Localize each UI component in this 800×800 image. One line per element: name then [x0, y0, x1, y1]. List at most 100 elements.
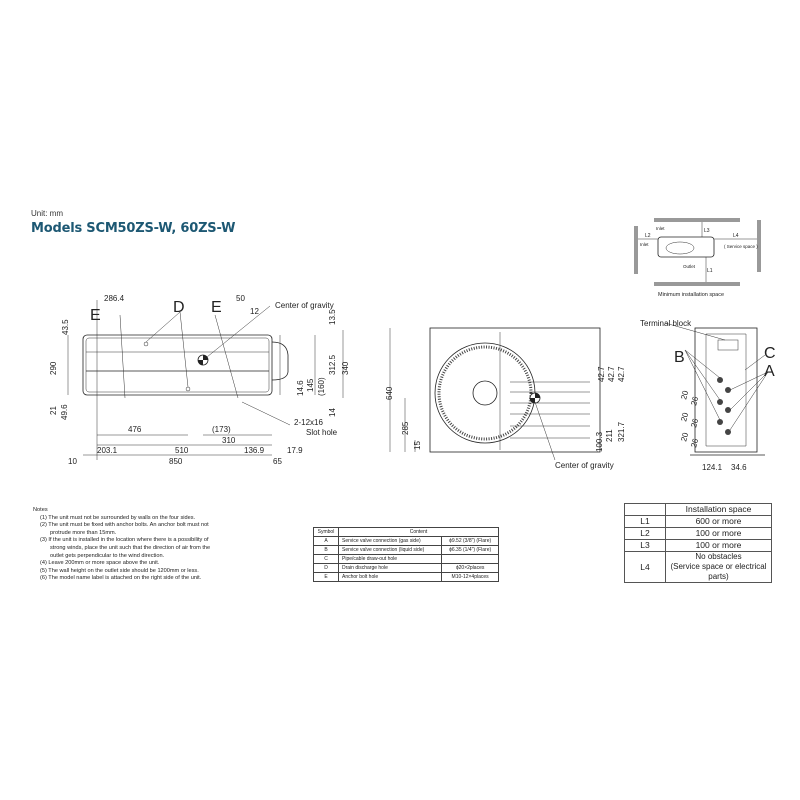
dim-26-c: 26: [689, 437, 700, 448]
dim-211: 211: [605, 429, 614, 442]
installation-diagram: Inlet Inlet Outlet L1 L2 L3 L4 ( Service…: [634, 218, 761, 298]
dim-20-a: 20: [679, 389, 690, 400]
content: Drain discharge hole: [337, 563, 443, 573]
terminal-block-label: Terminal block: [640, 319, 692, 328]
dim-14: 14: [328, 408, 337, 417]
dim-640: 640: [385, 386, 394, 400]
unit-outline: [657, 236, 715, 258]
row-value: 100 or more: [665, 539, 772, 552]
top-view-drawing: 286.4 50 12 13.5 43.5 290 21 49.6 312.5 …: [49, 294, 350, 466]
l3-label: L3: [704, 228, 710, 234]
dim-285: 285: [401, 421, 410, 435]
row-label: L4: [624, 551, 666, 583]
dim-26-b: 26: [689, 417, 700, 428]
dim-34-6: 34.6: [731, 463, 747, 472]
terminal-block: [717, 339, 739, 351]
spec: ϕ6.35 (1/4") (Flare): [441, 545, 499, 555]
dim-160: (160): [317, 377, 326, 396]
dim-510: 510: [175, 446, 189, 455]
spec: ϕ9.52 (3/8") (Flare): [441, 536, 499, 546]
note-5: (5) The wall height on the outlet side s…: [40, 567, 199, 574]
center-of-gravity-label-front: Center of gravity: [555, 461, 614, 470]
dim-26-a: 26: [689, 395, 700, 406]
dim-286-4: 286.4: [104, 294, 125, 303]
row-label: L2: [624, 527, 666, 540]
slot-hole-size: 2-12x16: [294, 418, 323, 427]
l4-label: L4: [733, 233, 739, 239]
dim-290: 290: [49, 361, 58, 375]
header-symbol: Symbol: [313, 527, 339, 537]
note-4: (4) Leave 200mm or more space above the …: [40, 560, 160, 567]
dim-321-7: 321.7: [617, 421, 625, 442]
dim-65: 65: [273, 457, 282, 466]
row-label: L3: [624, 539, 666, 552]
dim-145: 145: [306, 378, 315, 392]
slot-hole-label: Slot hole: [306, 428, 338, 437]
label-b: B: [674, 349, 685, 366]
side-view-drawing: Terminal block B C A 124.1 34.6 20 26 20…: [640, 319, 776, 472]
dim-13-5: 13.5: [328, 309, 337, 325]
dim-173: (173): [212, 425, 231, 434]
content: Anchor bolt hole: [337, 572, 443, 582]
dim-340: 340: [341, 361, 350, 375]
installation-space-header: Installation space: [665, 503, 772, 516]
l1-label: L1: [707, 268, 713, 274]
service-space-label: ( Service space ): [724, 244, 758, 249]
dim-310: 310: [222, 436, 236, 445]
label-e-right: E: [211, 299, 222, 316]
dim-100-3: 100.3: [595, 431, 604, 452]
spec: M10-12×4places: [441, 572, 499, 582]
bottom-wall: [654, 282, 740, 286]
symbol: D: [313, 563, 339, 573]
dim-20-b: 20: [679, 411, 690, 422]
dim-42-7-a: 42.7: [597, 366, 606, 382]
note-1: (1) The unit must not be surrounded by w…: [40, 514, 196, 521]
dim-124-1: 124.1: [702, 463, 723, 472]
inlet-left: Inlet: [640, 242, 649, 247]
symbol: C: [313, 554, 339, 564]
outlet-label: Outlet: [683, 264, 696, 269]
fan-icon: [665, 241, 695, 255]
spec: ϕ20×2places: [441, 563, 499, 573]
row-value: 600 or more: [665, 515, 772, 528]
content: Pipe/cable draw-out hole: [337, 554, 443, 564]
dim-850: 850: [169, 457, 183, 466]
dim-203-1: 203.1: [97, 446, 118, 455]
note-3: (3) If the unit is installed in the loca…: [40, 537, 209, 544]
dim-12: 12: [250, 307, 259, 316]
dim-476: 476: [128, 425, 142, 434]
dim-21: 21: [49, 406, 58, 415]
dim-10: 10: [68, 457, 77, 466]
row-label: L1: [624, 515, 666, 528]
page-title: Models SCM50ZS-W, 60ZS-W: [31, 221, 236, 236]
dim-50: 50: [236, 294, 245, 303]
row-value: 100 or more: [665, 527, 772, 540]
diagram-caption: Minimum installation space: [658, 292, 724, 298]
notes-title: Notes: [33, 507, 48, 513]
symbol: E: [313, 572, 339, 582]
label-d: D: [173, 299, 185, 316]
header-content: Content: [338, 527, 499, 537]
left-wall: [634, 226, 638, 274]
symbol: A: [313, 536, 339, 546]
note-2-cont: protrude more than 15mm.: [50, 529, 117, 536]
dim-17-9: 17.9: [287, 446, 303, 455]
l4-note: (Service space or electrical parts): [670, 562, 767, 581]
row-value: No obstacles(Service space or electrical…: [665, 551, 772, 583]
front-view-drawing: 640 285 15 42.7 42.7 42.7 100.3 211 321.…: [385, 327, 625, 470]
unit-label: Unit: mm: [31, 209, 63, 218]
dim-43-5: 43.5: [61, 319, 70, 335]
symbol: B: [313, 545, 339, 555]
center-of-gravity-label: Center of gravity: [275, 301, 334, 310]
label-e-left: E: [90, 307, 101, 324]
content: Service valve connection (gas side): [337, 536, 443, 546]
dim-42-7-c: 42.7: [617, 366, 625, 382]
note-3-cont2: outlet gets perpendicular to the wind di…: [50, 552, 165, 559]
